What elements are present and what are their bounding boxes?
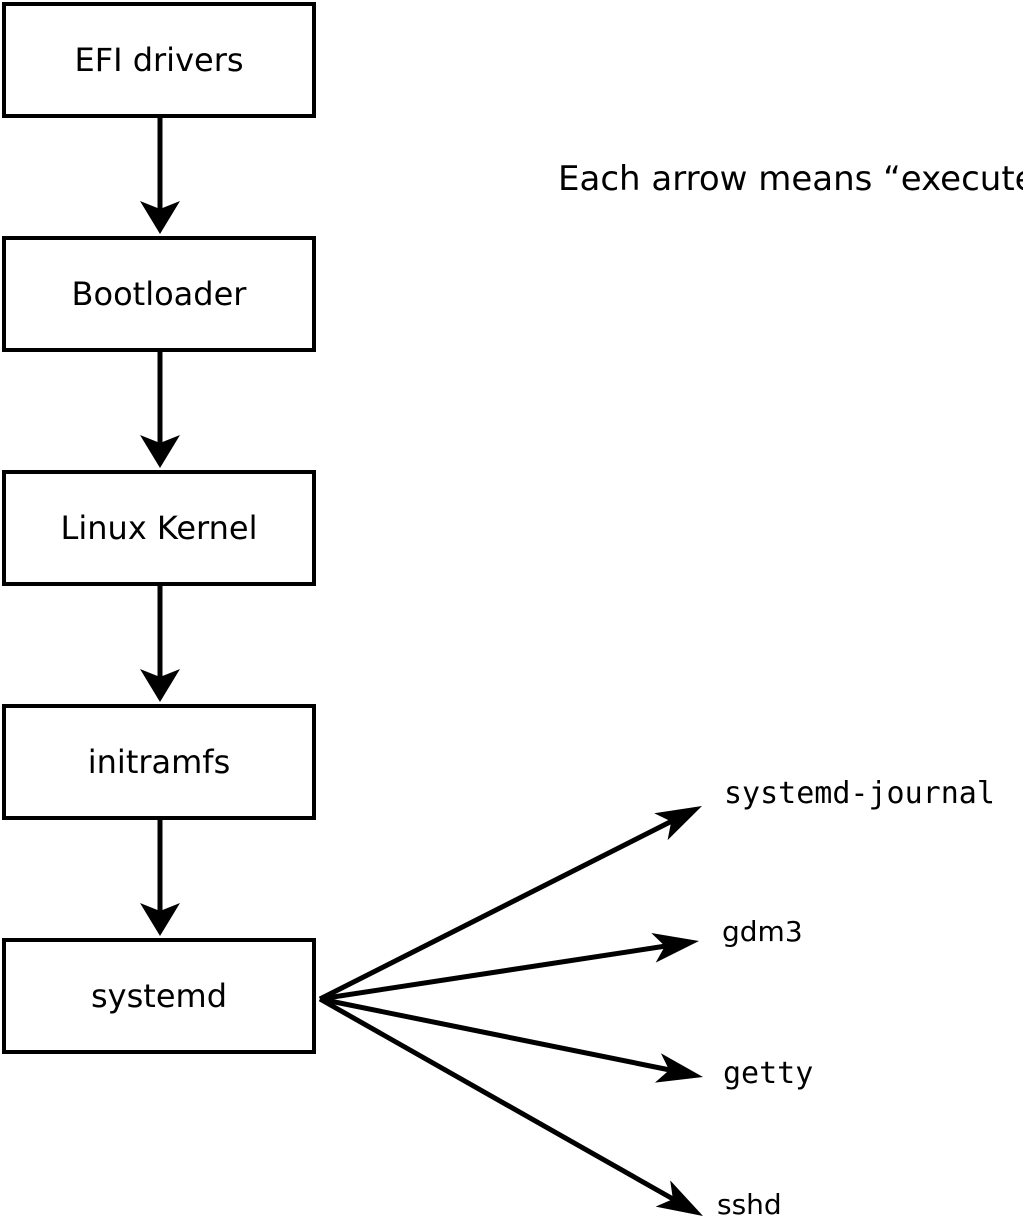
label-sshd: sshd xyxy=(717,1188,782,1221)
arrow-systemd-to-getty-icon xyxy=(319,996,703,1083)
label-gdm3: gdm3 xyxy=(722,915,803,948)
box-systemd-label: systemd xyxy=(91,977,227,1015)
arrow-systemd-to-sshd-icon xyxy=(318,996,703,1216)
arrow-systemd-to-gdm3-icon xyxy=(319,933,699,1002)
label-getty: getty xyxy=(723,1056,814,1091)
note-arrow-meaning: Each arrow means “executes”. xyxy=(558,159,1023,199)
arrow-bootloader-to-kernel-icon xyxy=(140,352,180,468)
box-systemd: systemd xyxy=(2,938,316,1054)
arrow-initramfs-to-systemd-icon xyxy=(140,820,180,936)
box-initramfs: initramfs xyxy=(2,704,316,820)
arrow-kernel-to-initramfs-icon xyxy=(140,586,180,702)
box-bootloader: Bootloader xyxy=(2,236,316,352)
box-linux-kernel: Linux Kernel xyxy=(2,470,316,586)
arrow-systemd-to-journal-icon xyxy=(318,806,702,1002)
box-bootloader-label: Bootloader xyxy=(71,275,247,313)
box-efi-drivers: EFI drivers xyxy=(2,2,316,118)
box-efi-drivers-label: EFI drivers xyxy=(74,41,244,79)
box-initramfs-label: initramfs xyxy=(87,743,231,781)
arrow-efi-to-bootloader-icon xyxy=(140,118,180,234)
box-linux-kernel-label: Linux Kernel xyxy=(60,509,258,547)
label-systemd-journal: systemd-journal xyxy=(724,776,995,811)
